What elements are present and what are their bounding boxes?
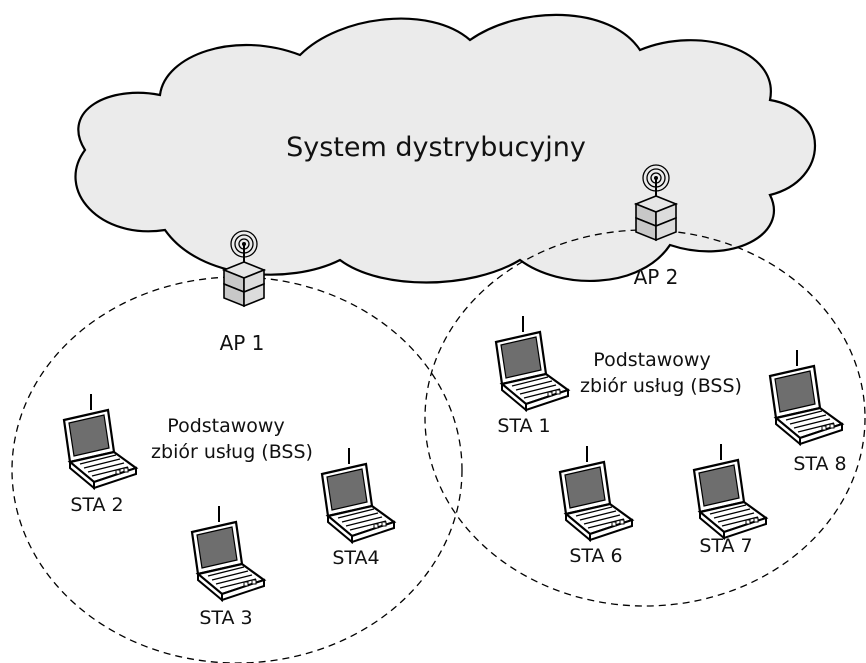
cloud-label: System dystrybucyjny: [286, 132, 586, 163]
sta4-label: STA4: [332, 547, 379, 569]
bss2-label-line1: Podstawowy: [593, 349, 710, 371]
ap1-label: AP 1: [220, 331, 265, 355]
sta8-laptop-icon: [768, 348, 844, 446]
bss1-label-line1: Podstawowy: [167, 415, 284, 437]
bss2-label-line2: zbiór usług (BSS): [580, 375, 742, 397]
sta6-label: STA 6: [569, 545, 622, 567]
sta1-laptop-icon: [494, 314, 570, 412]
sta8-label: STA 8: [793, 453, 846, 475]
sta2-label: STA 2: [70, 494, 123, 516]
sta2-laptop-icon: [62, 392, 138, 490]
sta7-label: STA 7: [699, 535, 752, 557]
sta3-label: STA 3: [199, 607, 252, 629]
sta7-laptop-icon: [692, 442, 768, 540]
sta3-laptop-icon: [190, 504, 266, 602]
sta4-laptop-icon: [320, 446, 396, 544]
distribution-cloud: [74, 13, 817, 284]
sta6-laptop-icon: [558, 444, 634, 542]
sta1-label: STA 1: [497, 415, 550, 437]
bss1-label-line2: zbiór usług (BSS): [151, 441, 313, 463]
ap2-label: AP 2: [634, 265, 679, 289]
